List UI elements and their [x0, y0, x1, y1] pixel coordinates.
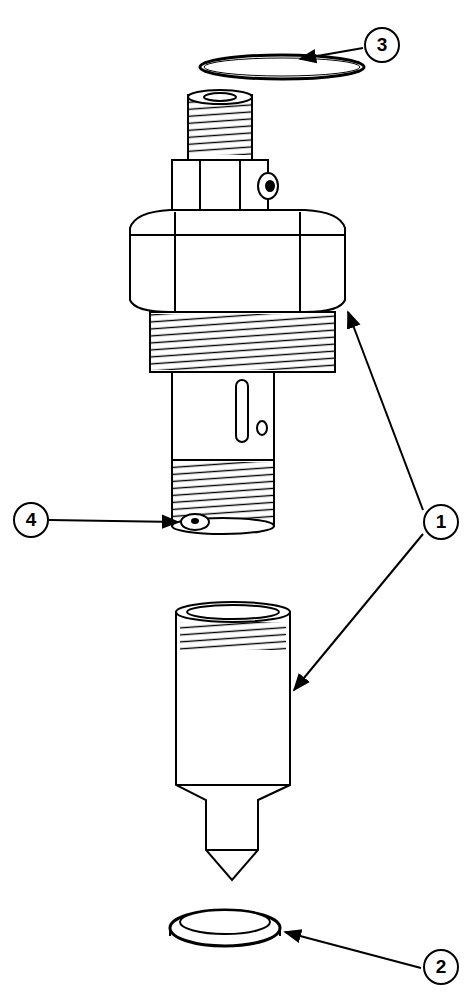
callout-number: 4	[13, 502, 49, 538]
leader-lines	[49, 48, 423, 968]
callout-number: 3	[364, 27, 400, 63]
callout-number: 1	[423, 504, 459, 540]
callout-number: 2	[423, 949, 459, 985]
